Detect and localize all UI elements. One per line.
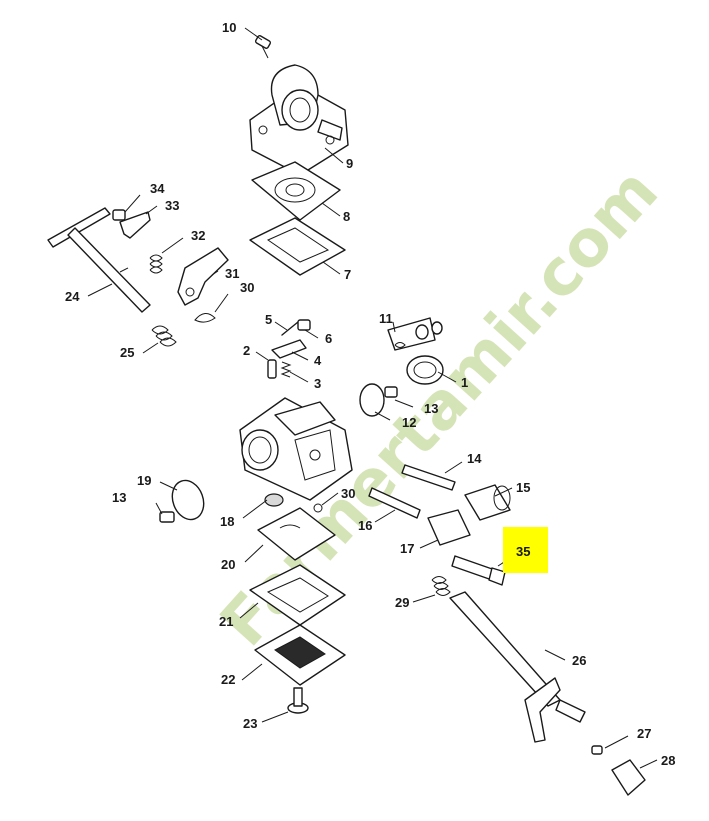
callout-16[interactable]: 16 [358, 518, 372, 533]
callout-20[interactable]: 20 [221, 557, 235, 572]
callout-30-lower[interactable]: 30 [341, 486, 355, 501]
part-9-pump-cover[interactable] [249, 64, 349, 176]
callout-19[interactable]: 19 [137, 473, 151, 488]
part-12-disc[interactable] [359, 383, 385, 417]
part-18-screen[interactable] [264, 493, 284, 507]
part-24-choke-shaft[interactable] [47, 207, 151, 313]
part-23-screw[interactable] [287, 687, 309, 714]
part-14-needle[interactable] [401, 464, 456, 491]
callout-13-left[interactable]: 13 [112, 490, 126, 505]
part-8-diaphragm[interactable] [251, 161, 341, 221]
part-30-clip[interactable] [194, 313, 216, 323]
part-2-needle[interactable] [267, 359, 277, 379]
part-7-gasket[interactable] [249, 217, 346, 276]
callout-34[interactable]: 34 [150, 181, 165, 196]
callout-8[interactable]: 8 [343, 209, 350, 224]
callout-29[interactable]: 29 [395, 595, 409, 610]
callout-5[interactable]: 5 [265, 312, 272, 327]
callout-4[interactable]: 4 [314, 353, 322, 368]
part-22-cover[interactable] [254, 624, 346, 686]
part-29-spring[interactable] [431, 576, 451, 596]
part-10-screw[interactable] [254, 35, 272, 59]
callout-27[interactable]: 27 [637, 726, 651, 741]
part-16-needle[interactable] [368, 487, 421, 519]
callout-33[interactable]: 33 [165, 198, 179, 213]
part-33-lever[interactable] [119, 211, 151, 239]
part-26-throttle-shaft[interactable] [449, 591, 586, 743]
callout-9[interactable]: 9 [346, 156, 353, 171]
part-28-end-cap[interactable] [611, 759, 646, 796]
part-4-lever[interactable] [271, 339, 307, 359]
callout-23[interactable]: 23 [243, 716, 257, 731]
part-3-spring[interactable] [280, 361, 292, 378]
part-19-disc[interactable] [167, 476, 209, 524]
part-25-spring[interactable] [151, 325, 177, 347]
callout-25[interactable]: 25 [120, 345, 134, 360]
part-30-clip-lower[interactable] [313, 503, 323, 513]
callout-11[interactable]: 11 [379, 311, 393, 326]
part-20-gasket[interactable] [257, 507, 336, 561]
part-6-screw[interactable] [297, 319, 311, 331]
callout-32[interactable]: 32 [191, 228, 205, 243]
part-11-parts[interactable] [387, 317, 443, 351]
part-31-lever[interactable] [177, 247, 229, 306]
callout-12[interactable]: 12 [402, 415, 416, 430]
callout-10[interactable]: 10 [222, 20, 236, 35]
callout-3[interactable]: 3 [314, 376, 321, 391]
callout-13-right[interactable]: 13 [424, 401, 438, 416]
callout-22[interactable]: 22 [221, 672, 235, 687]
part-17-cap[interactable] [427, 509, 471, 546]
highlight-box-35 [503, 527, 548, 573]
part-15-cap[interactable] [464, 484, 511, 521]
callout-21[interactable]: 21 [219, 614, 233, 629]
callout-31[interactable]: 31 [225, 266, 239, 281]
part-13-screw-left[interactable] [159, 511, 175, 523]
callouts: 10 9 8 7 34 33 32 31 30 24 25 5 6 4 2 3 … [65, 20, 675, 768]
part-34-screw[interactable] [112, 209, 126, 221]
part-35-adjusting-screw[interactable] [451, 555, 506, 586]
callout-2[interactable]: 2 [243, 343, 250, 358]
callout-6[interactable]: 6 [325, 331, 332, 346]
callout-26[interactable]: 26 [572, 653, 586, 668]
callout-28[interactable]: 28 [661, 753, 675, 768]
callout-14[interactable]: 14 [467, 451, 482, 466]
callout-35[interactable]: 35 [516, 544, 530, 559]
callout-18[interactable]: 18 [220, 514, 234, 529]
part-21-diaphragm[interactable] [249, 564, 346, 626]
callout-24[interactable]: 24 [65, 289, 80, 304]
carburetor-body[interactable] [239, 397, 353, 501]
callout-7[interactable]: 7 [344, 267, 351, 282]
part-32-spring[interactable] [149, 254, 163, 274]
callout-15[interactable]: 15 [516, 480, 530, 495]
part-1-ring[interactable] [406, 355, 444, 385]
callout-30-upper[interactable]: 30 [240, 280, 254, 295]
part-27-screw[interactable] [591, 745, 603, 755]
callout-1[interactable]: 1 [461, 375, 468, 390]
callout-17[interactable]: 17 [400, 541, 414, 556]
part-5-pin[interactable] [281, 321, 299, 336]
part-13-screw-right[interactable] [384, 386, 398, 398]
